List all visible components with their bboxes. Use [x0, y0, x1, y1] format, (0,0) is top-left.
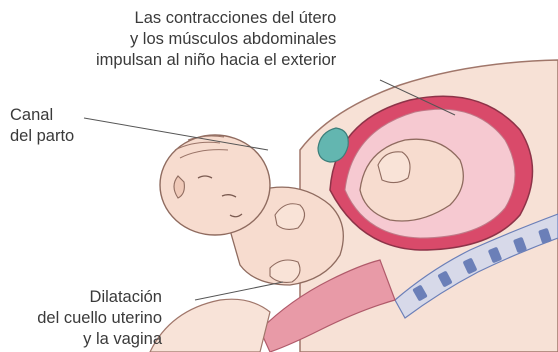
birth-canal-label-line: Canal [10, 105, 74, 126]
contractions-label: Las contracciones del útero y los múscul… [96, 8, 336, 71]
contractions-label-line: Las contracciones del útero [96, 8, 336, 29]
birth-canal-label-line: del parto [10, 126, 74, 147]
perineum-skin [150, 299, 270, 352]
contractions-label-line: y los músculos abdominales [96, 29, 336, 50]
dilation-label-line: Dilatación [14, 287, 162, 308]
birth-canal-label: Canal del parto [10, 105, 74, 147]
dilation-label-line: y la vagina [14, 329, 162, 350]
leader-line-birth-canal [84, 118, 268, 150]
dilation-label: Dilatación del cuello uterino y la vagin… [14, 287, 162, 350]
contractions-label-line: impulsan al niño hacia el exterior [96, 50, 336, 71]
dilation-label-line: del cuello uterino [14, 308, 162, 329]
leader-line-dilation [195, 282, 283, 300]
